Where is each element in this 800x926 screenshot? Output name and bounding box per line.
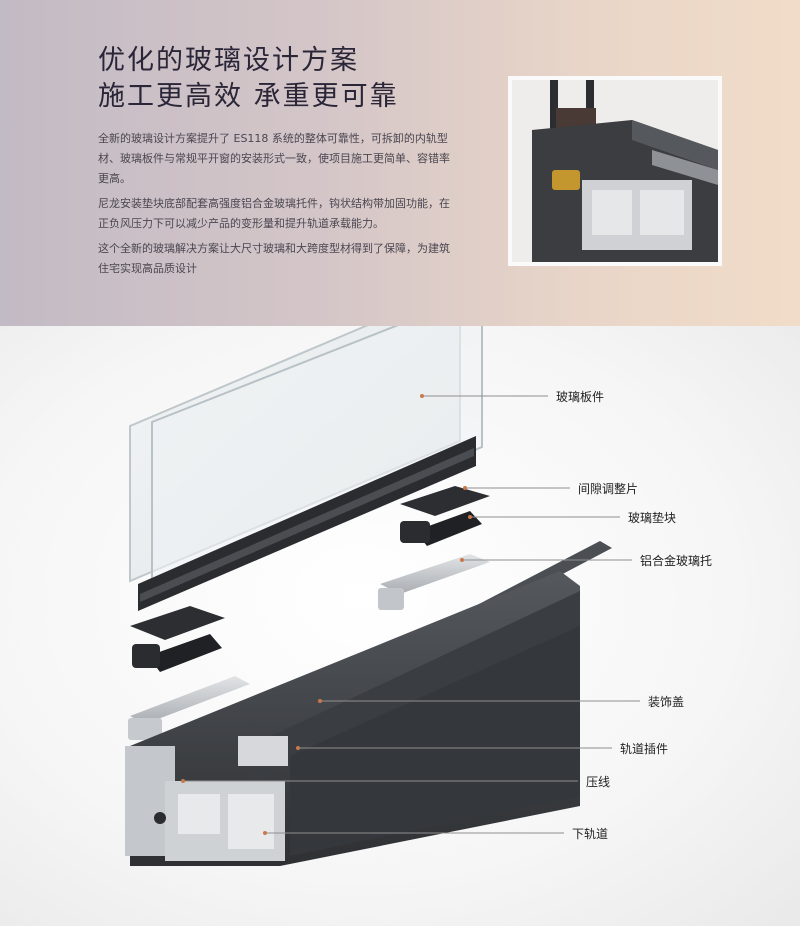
hero-banner: 优化的玻璃设计方案 施工更高效 承重更可靠 全新的玻璃设计方案提升了 ES118… xyxy=(0,0,800,326)
description-paragraph-1: 全新的玻璃设计方案提升了 ES118 系统的整体可靠性，可拆卸的内轨型材、玻璃板… xyxy=(98,132,450,185)
label-glass-block: 玻璃垫块 xyxy=(628,511,677,525)
description-paragraph-2: 尼龙安装垫块底部配套高强度铝合金玻璃托件，钩状结构带加固功能，在正负风压力下可以… xyxy=(98,197,450,230)
aluminum-glass-support-part xyxy=(128,554,490,740)
page-subtitle: 施工更高效 承重更可靠 xyxy=(98,81,399,112)
leader-lines xyxy=(183,395,640,834)
label-aluminum-glass-support: 铝合金玻璃托 xyxy=(640,554,713,568)
right-shim-block-set xyxy=(400,486,490,546)
profile-closeup-photo xyxy=(508,76,722,266)
label-gap-shim: 间隙调整片 xyxy=(578,482,639,496)
label-track-insert: 轨道插件 xyxy=(620,742,669,756)
leader-dots xyxy=(181,394,472,835)
exploded-diagram xyxy=(125,326,640,866)
page-title: 优化的玻璃设计方案 xyxy=(98,45,359,76)
glass-panel-part xyxy=(129,326,483,611)
exploded-view: 玻璃板件 间隙调整片 玻璃垫块 铝合金玻璃托 装饰盖 轨道插件 压线 下轨道 xyxy=(0,326,800,926)
label-bottom-track: 下轨道 xyxy=(572,827,609,841)
description-paragraph-3: 这个全新的玻璃解决方案让大尺寸玻璃和大跨度型材得到了保障，为建筑住宅实现高品质设… xyxy=(98,242,450,275)
label-glass-panel: 玻璃板件 xyxy=(556,390,605,404)
label-glazing-bead: 压线 xyxy=(586,775,611,789)
left-shim-block-set xyxy=(130,606,225,672)
label-decorative-cover: 装饰盖 xyxy=(648,695,685,709)
bottom-track-part xyxy=(125,571,580,866)
